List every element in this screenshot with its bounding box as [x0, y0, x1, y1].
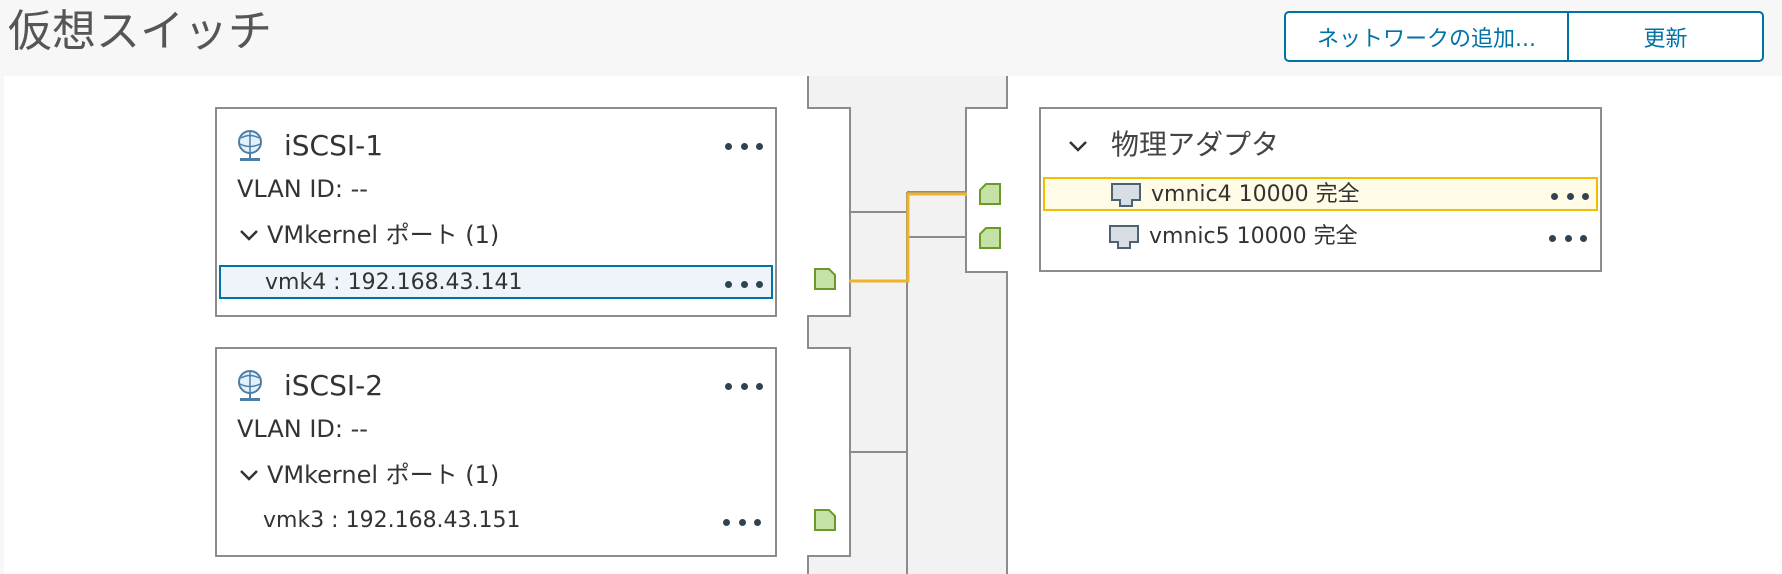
- vmkernel-ports-label: VMkernel ポート (1): [267, 461, 500, 489]
- port-icon: [979, 227, 1001, 249]
- portgroup-globe-icon: [238, 130, 262, 161]
- vmkernel-ports-toggle[interactable]: VMkernel ポート (1): [239, 220, 499, 250]
- more-actions-icon[interactable]: [725, 274, 763, 294]
- nic-row-vmnic4[interactable]: vmnic4 10000 完全: [1043, 177, 1598, 211]
- nic-label: vmnic4 10000 完全: [1151, 182, 1360, 207]
- portgroup-globe-icon: [238, 370, 262, 401]
- chevron-down-icon[interactable]: [1067, 138, 1089, 154]
- chevron-down-icon: [240, 470, 258, 481]
- portgroup-card-iscsi-2: iSCSI-2 VLAN ID: -- VMkernel ポート (1) vmk…: [215, 347, 777, 557]
- nic-label: vmnic5 10000 完全: [1149, 224, 1358, 249]
- vlan-id: VLAN ID: --: [237, 415, 368, 443]
- refresh-button[interactable]: 更新: [1567, 11, 1764, 62]
- nic-icon: [1109, 225, 1139, 249]
- vmk-row-vmk3[interactable]: vmk3 : 192.168.43.151: [219, 505, 773, 539]
- chevron-down-icon: [240, 230, 258, 241]
- vmk-label: vmk4 : 192.168.43.141: [265, 270, 523, 295]
- page-header: 仮想スイッチ ネットワークの追加... 更新: [0, 0, 1782, 76]
- more-actions-icon[interactable]: [1551, 186, 1589, 206]
- vmk-row-vmk4[interactable]: vmk4 : 192.168.43.141: [219, 265, 773, 299]
- vmk-label: vmk3 : 192.168.43.151: [263, 508, 521, 533]
- vmkernel-ports-label: VMkernel ポート (1): [267, 221, 500, 249]
- more-actions-icon[interactable]: [1549, 228, 1587, 248]
- physical-adapters-card: 物理アダプタ vmnic4 10000 完全 vmnic5 10000 完全: [1039, 107, 1602, 272]
- add-network-button[interactable]: ネットワークの追加...: [1284, 11, 1569, 62]
- portgroup-name[interactable]: iSCSI-2: [284, 369, 384, 402]
- nic-row-vmnic5[interactable]: vmnic5 10000 完全: [1043, 221, 1598, 255]
- port-icon: [814, 268, 836, 290]
- portgroup-card-iscsi-1: iSCSI-1 VLAN ID: -- VMkernel ポート (1) vmk…: [215, 107, 777, 317]
- more-actions-icon[interactable]: [725, 376, 763, 396]
- physical-adapters-title: 物理アダプタ: [1111, 128, 1280, 161]
- vmkernel-ports-toggle[interactable]: VMkernel ポート (1): [239, 460, 499, 490]
- more-actions-icon[interactable]: [725, 136, 763, 156]
- port-icon: [979, 183, 1001, 205]
- more-actions-icon[interactable]: [723, 512, 761, 532]
- nic-icon: [1111, 183, 1141, 207]
- page-title: 仮想スイッチ: [8, 6, 272, 57]
- vlan-id: VLAN ID: --: [237, 175, 368, 203]
- port-icon: [814, 509, 836, 531]
- portgroup-name[interactable]: iSCSI-1: [284, 129, 384, 162]
